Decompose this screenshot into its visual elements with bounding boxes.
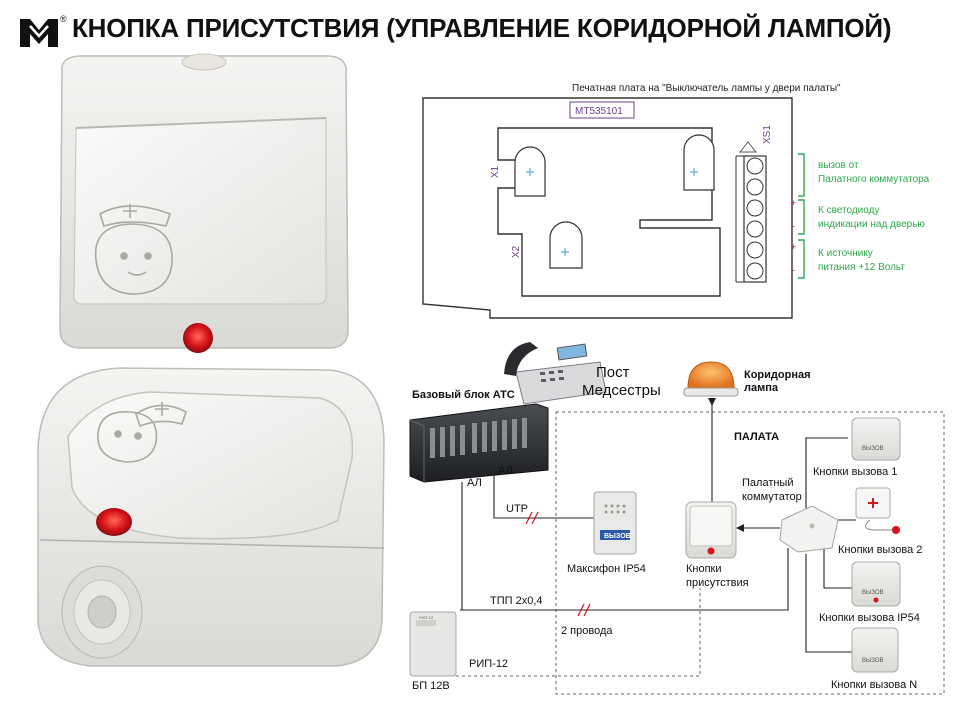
intercom-label: Максифон IP54 [567,563,646,575]
connector-xs1-label: XS1 [762,125,773,144]
nurse-icon [97,402,187,463]
psu-small-label: РИП-12 [419,615,434,620]
call-button-1: ВЫЗОВ [851,417,901,461]
two-wires-label: 2 провода [561,625,613,637]
al-right-label: АЛ [498,465,513,477]
ward-boundary [555,411,945,695]
connector-x1-label: X1 [490,165,501,178]
ward-label: ПАЛАТА [734,431,779,443]
call-button-n-label: Кнопки вызова N [831,679,917,691]
maxifon-intercom: ВЫЗОВ [593,491,637,555]
intercom-panel-label: ВЫЗОВ [604,533,631,540]
power-supply-unit: РИП-12 [409,611,457,677]
rip-label: РИП-12 [469,658,508,670]
presence-button-small [685,501,737,559]
pcb-drawing: Печатная плата на "Выключатель лампы у д… [422,83,930,319]
presence-button-angled-view [37,367,385,667]
call-button-ip54: ВЫЗОВ [851,561,901,607]
call-button-ip54-label: Кнопки вызова IP54 [819,612,920,624]
tpp-cable-label: ТПП 2х0,4 [490,595,543,607]
call-button-2 [855,487,900,534]
connector-x2-label: X2 [511,245,522,258]
base-unit-label: Базовый блок АТС [412,389,515,401]
lamp-label-line2: лампа [744,382,779,394]
pcb-caption: Печатная плата на "Выключатель лампы у д… [572,83,841,94]
nurse-phone [504,342,607,405]
cable-gland [61,565,143,659]
terminal-call-line1: вызов от [818,160,859,171]
red-led-indicator [183,323,213,353]
terminal-power-line1: К источнику [818,248,873,259]
page-title: КНОПКА ПРИСУТСТВИЯ (УПРАВЛЕНИЕ КОРИДОРНО… [72,13,892,43]
ats-base-unit [409,403,549,483]
call-button-n: ВЫЗОВ [851,627,899,673]
presence-label-line1: Кнопки [686,563,722,575]
call-button-face: ВЫЗОВ [862,446,884,452]
post-label-line2: Медсестры [582,382,661,399]
nurse-icon [94,204,173,295]
post-label-line1: Пост [596,364,630,381]
corridor-lamp-icon [683,361,739,397]
commutator-label-line2: коммутатор [742,491,802,503]
call-button-face: ВЫЗОВ [862,658,884,664]
presence-button-front-view [59,53,349,353]
led-minus-sign: - [792,221,795,231]
call-button-1-label: Кнопки вызова 1 [813,466,897,478]
registered-mark: ® [60,14,67,24]
commutator-label-line1: Палатный [742,477,793,489]
brand-logo [20,19,58,47]
terminal-led-line2: индикации над дверью [818,219,925,230]
al-left-label: АЛ [467,477,482,489]
call-button-2-label: Кнопки вызова 2 [838,544,922,556]
pcb-model-label: MT535101 [575,106,623,117]
header: ® КНОПКА ПРИСУТСТВИЯ (УПРАВЛЕНИЕ КОРИДОР… [0,0,960,58]
terminal-power-line2: питания +12 Вольт [818,262,905,273]
utp-label: UTP [506,503,528,515]
terminal-block [735,141,767,283]
power-minus-sign: - [792,265,795,275]
red-led-indicator [96,508,132,536]
terminal-call-line2: Палатного коммутатора [818,174,930,185]
terminal-led-line1: К светодиоду [818,205,879,216]
presence-label-line2: присутствия [686,577,749,589]
call-button-face: ВЫЗОВ [862,590,884,596]
led-plus-sign: + [791,198,796,208]
psu-label: БП 12В [412,680,450,692]
connection-scheme: Пост Медсестры Коридорная лампа Базовый … [409,342,945,695]
ward-commutator [779,505,839,553]
power-plus-sign: + [791,242,796,252]
lamp-label-line1: Коридорная [744,369,811,381]
